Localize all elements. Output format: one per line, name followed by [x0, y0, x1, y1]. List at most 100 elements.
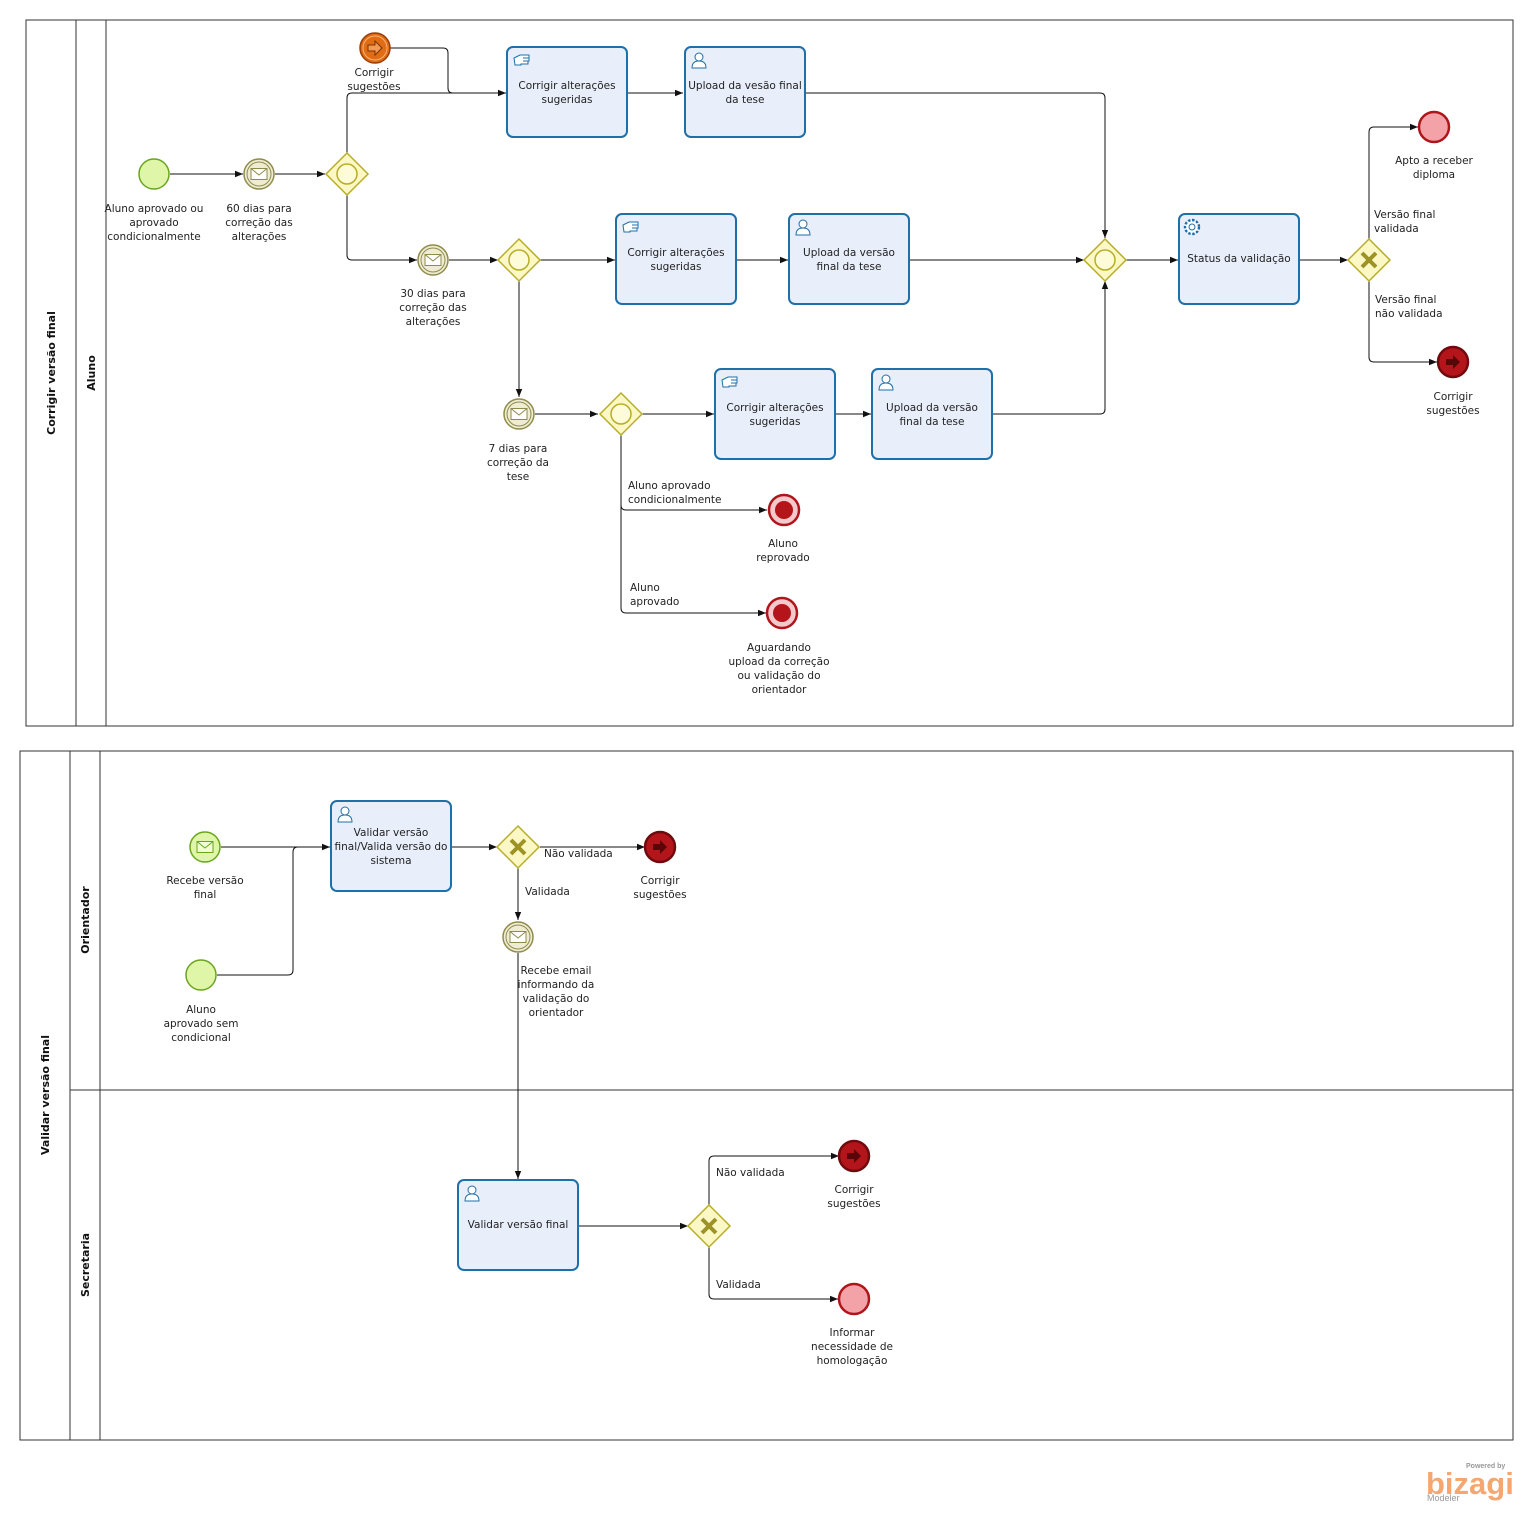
- arrow-right-icon: [367, 39, 383, 57]
- end-event-aguardando-upload[interactable]: [765, 596, 799, 630]
- end-event-aluno-reprovado[interactable]: [767, 493, 801, 527]
- start-event-aluno-aprovado[interactable]: [138, 158, 170, 190]
- message-event-30-dias[interactable]: [417, 244, 449, 276]
- envelope-icon: [196, 841, 214, 853]
- brand-name: bizagi: [1426, 1466, 1514, 1501]
- arrow-right-icon: [847, 1149, 861, 1163]
- exclusive-gateway-1[interactable]: [1346, 237, 1392, 283]
- exclusive-gateway-3[interactable]: [686, 1203, 732, 1249]
- flow-t6-to-g4: [993, 281, 1109, 415]
- end-escalation-corrigir-sugestoes-1[interactable]: [1436, 345, 1470, 379]
- flow-t2-to-g4: [805, 92, 1109, 238]
- flow-g3-to-aguard: [620, 435, 766, 617]
- user-task-icon: [795, 219, 811, 236]
- task-label: Status da validação: [1187, 253, 1290, 265]
- flow-start2-to-t8: [217, 846, 299, 976]
- message-event-60-dias[interactable]: [243, 158, 275, 190]
- pool-title-validar: Validar versão final: [39, 1035, 52, 1155]
- end-event-apto-receber-diploma[interactable]: [1417, 110, 1451, 144]
- flow-g1-to-30: [346, 195, 417, 264]
- flow-esc-to-t1: [390, 47, 454, 94]
- task-validar-versao-secretaria[interactable]: Validar versão final: [457, 1179, 579, 1271]
- message-event-7-dias[interactable]: [503, 398, 535, 430]
- arrow-right-icon: [1446, 355, 1460, 369]
- flow-g7-to-corr: [708, 1152, 839, 1205]
- event-gateway-1[interactable]: [324, 151, 370, 197]
- event-gateway-2[interactable]: [496, 237, 542, 283]
- x-icon: [1360, 251, 1378, 269]
- envelope-icon: [424, 254, 442, 266]
- lane-title-orientador: Orientador: [79, 886, 92, 954]
- lane-title-secretaria: Secretaria: [79, 1233, 92, 1297]
- escalation-event-corrigir-sugestoes[interactable]: [359, 32, 391, 64]
- pool-title-corrigir: Corrigir versão final: [45, 311, 58, 435]
- lane-title-aluno: Aluno: [85, 355, 98, 391]
- message-event-recebe-email[interactable]: [502, 921, 534, 953]
- flow-label-validada-1: Validada: [525, 886, 570, 898]
- flow-label-nao-validada-2: Não validada: [716, 1167, 785, 1179]
- flow-label-validada-2: Validada: [716, 1279, 761, 1291]
- task-label: Validar versão final: [468, 1219, 569, 1231]
- pool-validar-versao-final: Validar versão final Orientador Secretar…: [19, 750, 1514, 1441]
- task-status-validacao[interactable]: Status da validação: [1178, 213, 1300, 305]
- exclusive-gateway-2[interactable]: [495, 824, 541, 870]
- brand-modeler: Modeler: [1427, 1493, 1460, 1503]
- user-task-icon: [464, 1185, 480, 1202]
- flow-g7-to-homol: [708, 1247, 838, 1303]
- flow-g5-to-apto: [1368, 123, 1418, 239]
- start-message-event-recebe-versao[interactable]: [189, 831, 221, 863]
- manual-task-icon: [513, 54, 530, 66]
- envelope-icon: [250, 168, 268, 180]
- flow-g1-to-t1: [346, 89, 506, 154]
- end-escalation-corrigir-sugestoes-2[interactable]: [643, 830, 677, 864]
- user-task-icon: [878, 374, 894, 391]
- manual-task-icon: [622, 221, 639, 233]
- end-event-informar-homologacao[interactable]: [837, 1282, 871, 1316]
- event-gateway-4[interactable]: [1082, 237, 1128, 283]
- start-event-aluno-sem-condicional[interactable]: [185, 959, 217, 991]
- flow-label-nao-validada-1: Não validada: [544, 848, 613, 860]
- envelope-icon: [509, 931, 527, 943]
- x-icon: [700, 1217, 718, 1235]
- end-escalation-corrigir-sugestoes-3[interactable]: [837, 1139, 871, 1173]
- bizagi-logo: Powered by bizagi Modeler: [1426, 1463, 1514, 1503]
- brand-powered-by: Powered by: [1466, 1463, 1505, 1470]
- events: [138, 32, 1470, 1316]
- arrow-right-icon: [653, 840, 667, 854]
- event-gateway-3[interactable]: [598, 391, 644, 437]
